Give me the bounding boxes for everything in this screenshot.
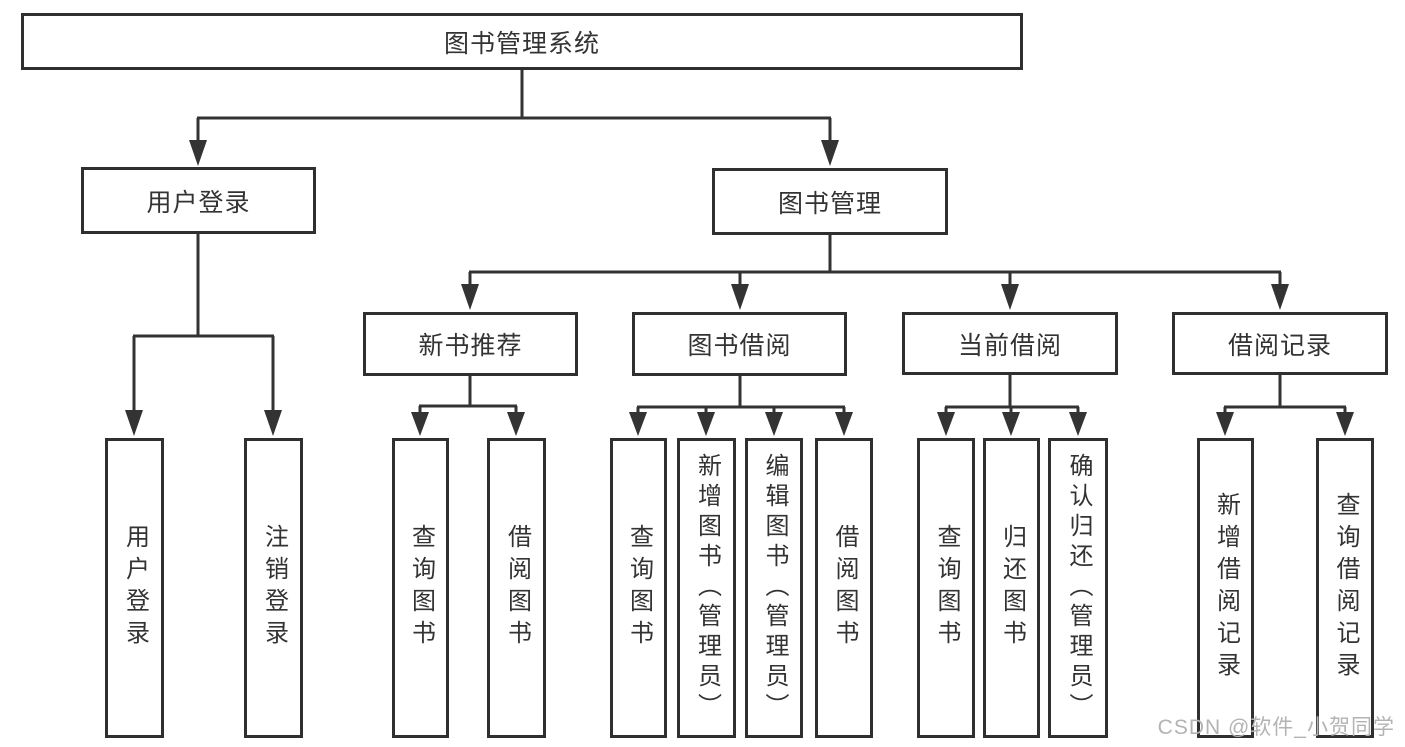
leaf-add-borrow-record-label: 新增借阅记录: [1212, 492, 1240, 684]
leaf-current-query-books-label: 查询图书: [933, 524, 960, 652]
leaf-return-books: 归还图书: [983, 438, 1040, 738]
leaf-recommend-query-books-label: 查询图书: [407, 524, 435, 652]
leaf-logout-label: 注销登录: [260, 524, 288, 652]
leaf-query-borrow-record-label: 查询借阅记录: [1332, 492, 1359, 684]
leaf-logout: 注销登录: [244, 438, 303, 738]
arrowheads-current-borrow-children: [937, 412, 1087, 436]
connector-root-children: [196, 68, 832, 142]
arrowheads-root-children: [189, 140, 839, 166]
leaf-current-query-books: 查询图书: [917, 438, 975, 738]
node-book-mgmt: 图书管理: [712, 168, 948, 235]
leaf-borrow-query-books-label: 查询图书: [625, 524, 653, 652]
leaf-user-login-label: 用户登录: [121, 524, 149, 652]
arrowheads-user-login-children: [125, 410, 282, 436]
connector-new-book-rec-children: [418, 376, 518, 414]
leaf-recommend-query-books: 查询图书: [392, 438, 449, 738]
connector-user-login-children: [132, 234, 275, 412]
node-book-mgmt-label: 图书管理: [777, 189, 882, 218]
node-root: 图书管理系统: [21, 13, 1023, 70]
connector-book-borrow-children: [636, 376, 846, 414]
connector-book-mgmt-children: [468, 235, 1282, 286]
node-current-borrow: 当前借阅: [902, 312, 1118, 375]
node-book-borrow: 图书借阅: [632, 312, 847, 376]
leaf-confirm-return-admin-label: 确认归还（管理员）: [1065, 453, 1092, 723]
leaf-recommend-borrow-books-label: 借阅图书: [503, 524, 531, 652]
node-root-label: 图书管理系统: [443, 29, 600, 58]
connector-borrow-record-children: [1223, 375, 1347, 414]
leaf-recommend-borrow-books: 借阅图书: [487, 438, 546, 738]
node-new-book-recommend-label: 新书推荐: [418, 332, 523, 360]
node-book-borrow-label: 图书借阅: [687, 332, 792, 360]
leaf-query-borrow-record: 查询借阅记录: [1316, 438, 1374, 738]
node-user-login: 用户登录: [81, 167, 316, 234]
node-borrow-record: 借阅记录: [1172, 312, 1388, 375]
leaf-confirm-return-admin: 确认归还（管理员）: [1048, 438, 1108, 738]
leaf-edit-books-admin-label: 编辑图书（管理员）: [761, 453, 788, 723]
leaf-borrow-query-books: 查询图书: [610, 438, 667, 738]
arrowheads-new-book-rec-children: [411, 412, 525, 436]
node-user-login-label: 用户登录: [146, 188, 251, 217]
leaf-add-books-admin-label: 新增图书（管理员）: [693, 453, 721, 723]
arrowheads-book-borrow-children: [629, 412, 853, 436]
csdn-watermark: CSDN @软件_小贺同学: [1157, 716, 1395, 739]
node-borrow-record-label: 借阅记录: [1227, 331, 1332, 360]
leaf-add-books-admin: 新增图书（管理员）: [677, 438, 736, 738]
leaf-edit-books-admin: 编辑图书（管理员）: [745, 438, 803, 738]
arrowheads-book-mgmt-children: [461, 284, 1289, 310]
leaf-borrow-books: 借阅图书: [815, 438, 873, 738]
leaf-user-login: 用户登录: [105, 438, 164, 738]
arrowheads-borrow-record-children: [1216, 412, 1354, 436]
leaf-borrow-books-label: 借阅图书: [831, 524, 858, 652]
leaf-return-books-label: 归还图书: [998, 524, 1026, 652]
leaf-add-borrow-record: 新增借阅记录: [1197, 438, 1254, 738]
node-current-borrow-label: 当前借阅: [957, 331, 1062, 360]
connector-current-borrow-children: [944, 375, 1080, 414]
node-new-book-recommend: 新书推荐: [363, 312, 578, 376]
